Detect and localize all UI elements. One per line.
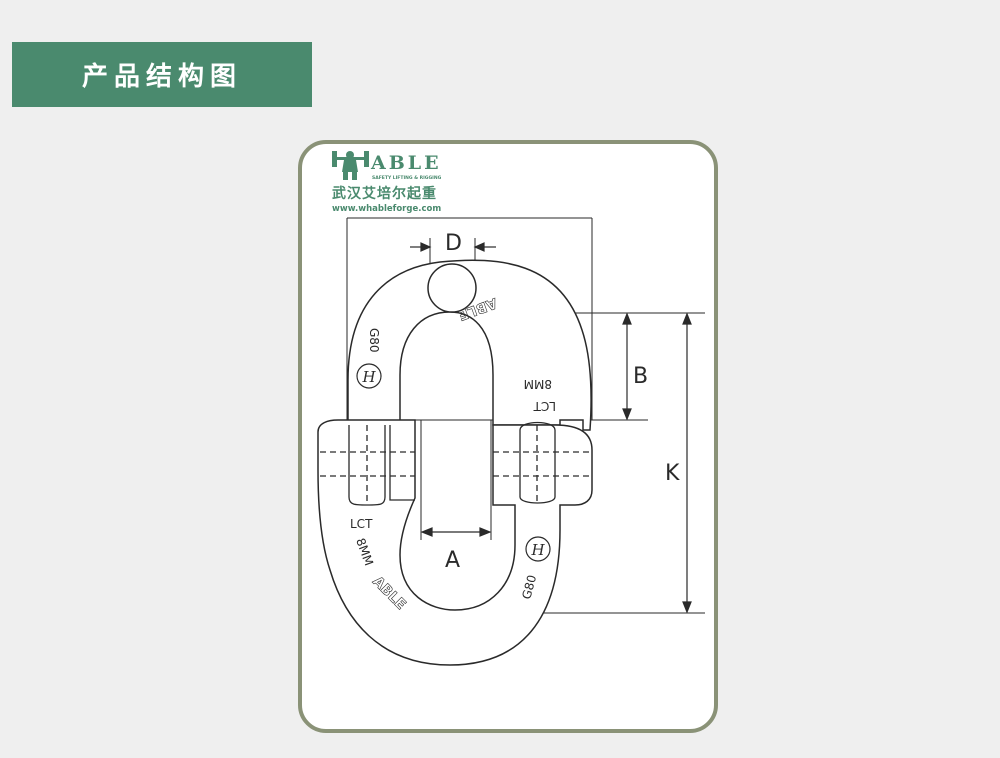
emblem-lower-letter: H (530, 541, 545, 559)
brand-chinese-name: 武汉艾培尔起重 (332, 185, 437, 202)
dimension-a-label: A (445, 548, 460, 573)
lower-link-half (317, 419, 593, 666)
lower-grade-mark: G80 (519, 573, 539, 600)
wire-diameter-circle (427, 263, 477, 313)
extension-lines (346, 217, 705, 614)
dimension-k-label: K (665, 461, 680, 486)
weightlifter-icon (332, 151, 369, 180)
dimension-d-label: D (445, 231, 462, 256)
section-header: 产品结构图 (12, 42, 312, 107)
emblem-upper-letter: H (361, 368, 376, 386)
brand-tagline: SAFETY LIFTING & RIGGING (372, 175, 442, 181)
upper-cert-mark: LCT (533, 399, 556, 413)
upper-grade-mark: G80 (367, 328, 381, 353)
emblem-upper: H (356, 363, 382, 389)
dimension-labels: D B K A (445, 231, 680, 573)
section-title: 产品结构图 (81, 62, 242, 92)
upper-link-body (347, 259, 592, 431)
brand-website: www.whableforge.com (332, 204, 441, 214)
emblem-lower: H (525, 536, 551, 562)
dimension-arrows (410, 242, 692, 614)
dimension-b-label: B (633, 364, 648, 389)
brand-logo: ABLE SAFETY LIFTING & RIGGING 武汉艾培尔起重 ww… (332, 151, 442, 214)
brand-name: ABLE (370, 152, 442, 174)
upper-link-half (347, 259, 592, 431)
lower-link-body (317, 419, 593, 666)
pin-slots (320, 421, 590, 506)
lower-cert-mark: LCT (350, 517, 373, 531)
upper-size-mark: 8MM (524, 377, 552, 391)
